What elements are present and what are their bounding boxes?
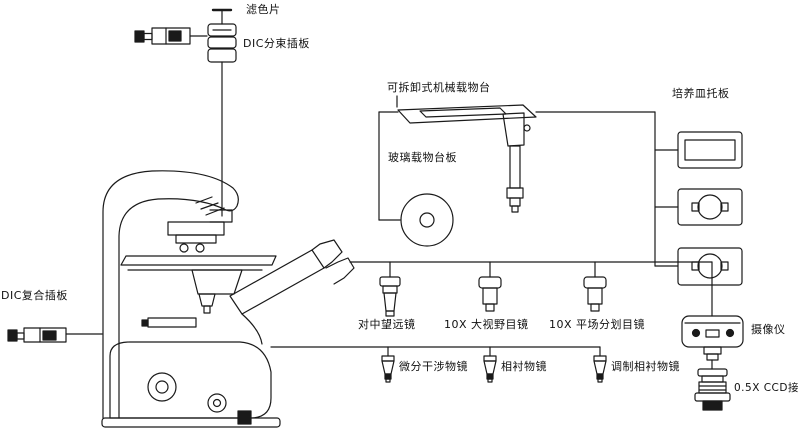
label-mod-phase-objective: 调制相衬物镜 — [611, 360, 680, 373]
label-reticle-eyepiece: 10X 平场分划目镜 — [549, 318, 646, 331]
connector-lines — [65, 35, 713, 370]
phase-objective-drawing — [483, 355, 497, 383]
dic-splitter-slider-drawing — [134, 27, 191, 45]
reticle-eyepiece-drawing — [583, 276, 607, 312]
label-camera: 摄像仪 — [751, 323, 786, 336]
label-ccd-adapter: 0.5X CCD接头 — [734, 382, 798, 394]
modulation-phase-objective-drawing — [593, 355, 607, 383]
label-dic-compound: DIC复合插板 — [1, 289, 68, 302]
dic-compound-slider-drawing — [7, 327, 67, 343]
dic-objective-drawing — [381, 355, 395, 383]
label-dish-holder: 培养皿托板 — [672, 87, 730, 100]
wide-field-eyepiece-drawing — [478, 276, 502, 312]
dish-holder-plate-3-drawing — [677, 247, 743, 286]
microscope-body-drawing — [101, 170, 355, 428]
label-wide-field-eyepiece: 10X 大视野目镜 — [444, 318, 529, 331]
glass-stage-plate-drawing — [400, 193, 454, 247]
label-centering-telescope: 对中望远镜 — [358, 318, 416, 331]
label-glass-plate: 玻璃载物台板 — [388, 151, 457, 164]
label-filter: 滤色片 — [246, 3, 281, 16]
label-phase-objective: 相衬物镜 — [501, 360, 547, 373]
camera-drawing — [681, 315, 744, 361]
filter-drawing — [207, 8, 237, 63]
label-dic-splitter: DIC分束插板 — [243, 37, 310, 50]
mechanical-stage-drawing — [397, 104, 537, 213]
dish-holder-plate-1-drawing — [677, 131, 743, 169]
centering-telescope-drawing — [379, 276, 401, 317]
dish-holder-plate-2-drawing — [677, 188, 743, 226]
ccd-adapter-drawing — [694, 368, 731, 411]
label-dic-objective: 微分干涉物镜 — [399, 360, 468, 373]
label-mechanical-stage: 可拆卸式机械载物台 — [387, 81, 491, 94]
